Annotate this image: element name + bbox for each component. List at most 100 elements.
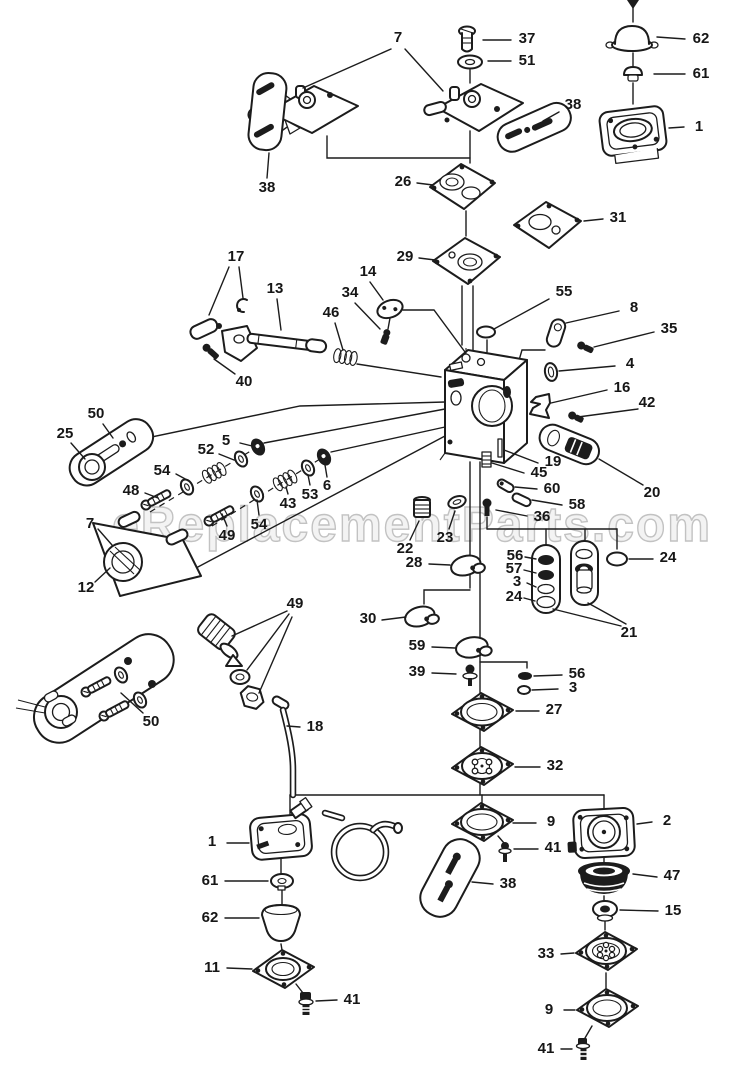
callout-51: 51 bbox=[519, 52, 536, 69]
leader-line-15 bbox=[619, 909, 659, 912]
kit-capsule-25-50 bbox=[68, 418, 155, 487]
leader-line-35 bbox=[593, 331, 655, 348]
carburetor-body bbox=[439, 348, 528, 464]
leader-line-57 bbox=[523, 569, 537, 574]
leader-line-47 bbox=[632, 873, 658, 878]
leader-line-39 bbox=[431, 672, 457, 675]
callout-5: 5 bbox=[222, 432, 230, 449]
leader-line-36 bbox=[495, 509, 528, 517]
leader-line-1-top bbox=[668, 126, 685, 129]
screw-42 bbox=[568, 411, 584, 423]
leader-line-28 bbox=[428, 563, 451, 566]
leader-line-52 bbox=[218, 453, 235, 461]
leader-line-46 bbox=[334, 322, 344, 351]
leader-line-3-low bbox=[531, 688, 559, 691]
callout-9-center: 9 bbox=[547, 813, 555, 830]
carburetor-cover-1-top bbox=[598, 105, 668, 164]
callout-40: 40 bbox=[236, 373, 253, 390]
gasket-23 bbox=[447, 494, 467, 510]
leader-line-25 bbox=[70, 442, 86, 460]
callout-7-left: 7 bbox=[86, 515, 94, 532]
leader-line-24-kit bbox=[523, 597, 536, 602]
callout-36: 36 bbox=[534, 508, 551, 525]
gasket-kit-38-bottom bbox=[419, 838, 481, 918]
callout-37: 37 bbox=[519, 30, 536, 47]
spring-46 bbox=[332, 347, 359, 367]
pump-cover-2 bbox=[567, 806, 636, 860]
callout-28: 28 bbox=[406, 554, 423, 571]
primer-bulb-62-bottom bbox=[261, 904, 301, 942]
leader-line-4 bbox=[558, 365, 616, 372]
callout-49-bottom: 49 bbox=[287, 595, 304, 612]
leader-line-18 bbox=[286, 725, 301, 728]
leader-line-22 bbox=[409, 520, 420, 541]
callout-2: 2 bbox=[663, 812, 671, 829]
throttle-bracket-right bbox=[423, 83, 524, 132]
gasket-kit-38-top-left bbox=[247, 72, 288, 152]
swivel-8 bbox=[545, 318, 567, 348]
primer-body-1-bottom bbox=[249, 796, 313, 861]
leader-line-7-top bbox=[302, 48, 392, 89]
callout-19: 19 bbox=[545, 453, 562, 470]
throttle-shaft-13 bbox=[246, 332, 328, 354]
callout-38-top-right: 38 bbox=[565, 96, 582, 113]
detent-pin-17 bbox=[189, 298, 248, 340]
leader-line-62-top bbox=[656, 36, 686, 40]
callout-13: 13 bbox=[267, 280, 284, 297]
leader-line-26 bbox=[416, 182, 434, 186]
callout-59: 59 bbox=[409, 637, 426, 654]
screw-36 bbox=[482, 498, 492, 516]
pin-60 bbox=[496, 478, 515, 493]
leader-line-34 bbox=[354, 302, 381, 330]
gasket-9-bottom-right bbox=[576, 988, 639, 1028]
leader-line-38-top-right bbox=[542, 111, 560, 122]
leader-line-17 bbox=[208, 266, 230, 316]
washer-52 bbox=[231, 448, 251, 470]
callout-7-top: 7 bbox=[394, 29, 402, 46]
bracket-7-12 bbox=[92, 510, 202, 597]
callout-4: 4 bbox=[626, 355, 635, 372]
callout-45: 45 bbox=[531, 464, 548, 481]
callout-47: 47 bbox=[664, 867, 681, 884]
fuel-valve-49 bbox=[197, 613, 265, 710]
leader-line-59 bbox=[431, 646, 456, 649]
callout-18: 18 bbox=[307, 718, 324, 735]
spring-chain-a bbox=[200, 460, 229, 486]
leader-line-3-kit bbox=[526, 582, 537, 588]
leader-line-40 bbox=[213, 358, 236, 375]
leader-line-54-lower bbox=[256, 499, 260, 516]
leader-line-48 bbox=[144, 492, 159, 499]
callout-27: 27 bbox=[546, 701, 563, 718]
leader-line-23 bbox=[448, 510, 456, 530]
callout-50-top: 50 bbox=[88, 405, 105, 422]
callout-41-bottom-left: 41 bbox=[344, 991, 361, 1008]
gasket-9-center bbox=[451, 802, 514, 842]
callout-24-right: 24 bbox=[660, 549, 677, 566]
callout-43: 43 bbox=[280, 495, 297, 512]
gasket-plate-11 bbox=[252, 949, 315, 989]
callout-30: 30 bbox=[360, 610, 377, 627]
washer-15 bbox=[592, 900, 618, 922]
leader-line-11 bbox=[226, 967, 253, 970]
leader-line-58 bbox=[531, 499, 563, 506]
callout-50-bottom: 50 bbox=[143, 713, 160, 730]
callout-38-bottom: 38 bbox=[500, 875, 517, 892]
callout-31: 31 bbox=[610, 209, 627, 226]
spring-43 bbox=[270, 468, 300, 493]
callout-61-bottom: 61 bbox=[202, 872, 219, 889]
callout-62-bottom: 62 bbox=[202, 909, 219, 926]
leader-line-31 bbox=[583, 218, 604, 222]
callout-3-kit: 3 bbox=[513, 573, 521, 590]
leader-line-38-bottom bbox=[471, 881, 494, 885]
pin-19 bbox=[497, 438, 503, 458]
plug-61-top bbox=[623, 66, 643, 82]
diaphragm-33 bbox=[575, 931, 638, 971]
leader-line-54-upper bbox=[175, 473, 190, 482]
leader-line-13 bbox=[276, 298, 282, 331]
callout-23: 23 bbox=[437, 529, 454, 546]
screw-39 bbox=[462, 664, 478, 686]
leader-line-20 bbox=[598, 458, 644, 486]
callout-49-mid: 49 bbox=[219, 527, 236, 544]
